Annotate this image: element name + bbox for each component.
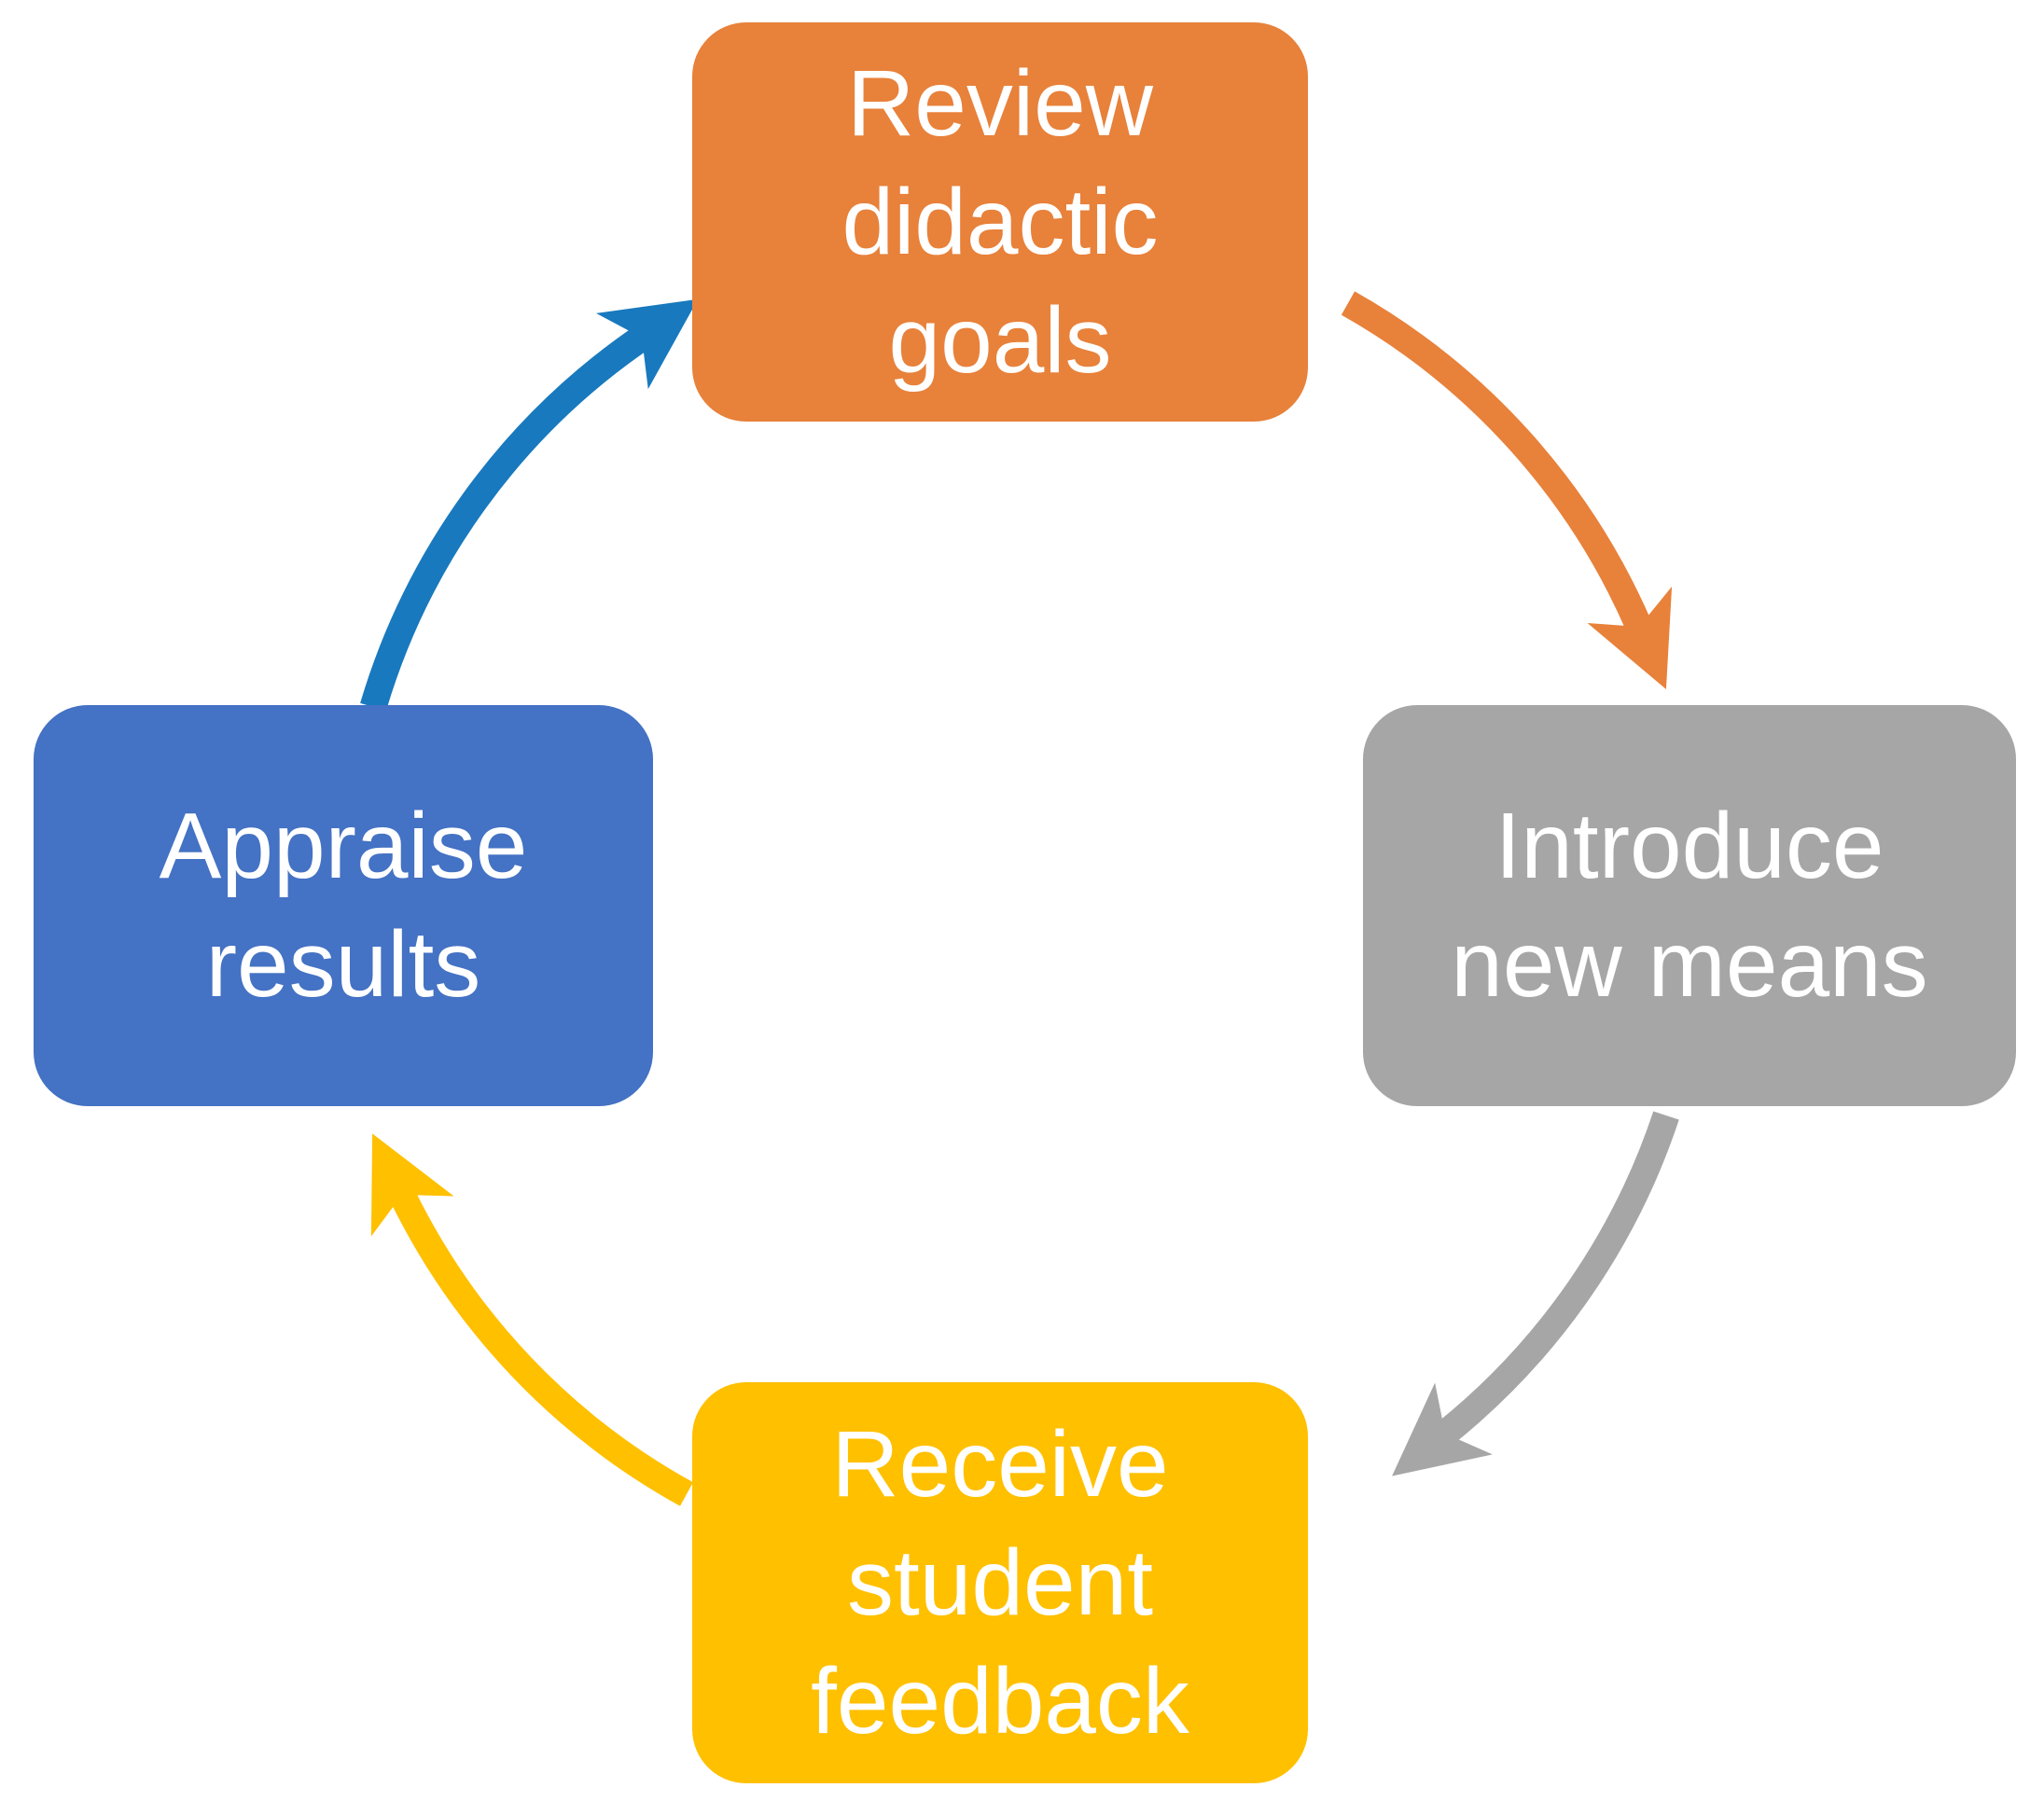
node-receive-student-feedback: Receive student feedback: [692, 1382, 1308, 1783]
arrow-left-to-top: [360, 298, 699, 712]
arrow-bottom-to-left: [370, 1133, 694, 1506]
node-label-line: new means: [1451, 912, 1928, 1017]
node-label-line: Review: [847, 50, 1153, 156]
node-label-line: results: [205, 912, 481, 1017]
node-appraise-results: Appraise results: [34, 705, 653, 1106]
node-label-line: Appraise: [159, 794, 528, 898]
node-label-line: Receive: [831, 1411, 1169, 1517]
node-label-line: feedback: [811, 1648, 1189, 1753]
node-label-line: student: [846, 1530, 1154, 1635]
node-label-line: Introduce: [1495, 794, 1884, 898]
arrow-top-to-right: [1341, 291, 1673, 689]
node-label-line: goals: [888, 287, 1112, 393]
node-label-line: didactic: [841, 169, 1159, 274]
node-introduce-new-means: Introduce new means: [1363, 705, 2016, 1106]
node-review-didactic-goals: Review didactic goals: [692, 22, 1308, 422]
arrow-right-to-bottom: [1392, 1111, 1679, 1476]
